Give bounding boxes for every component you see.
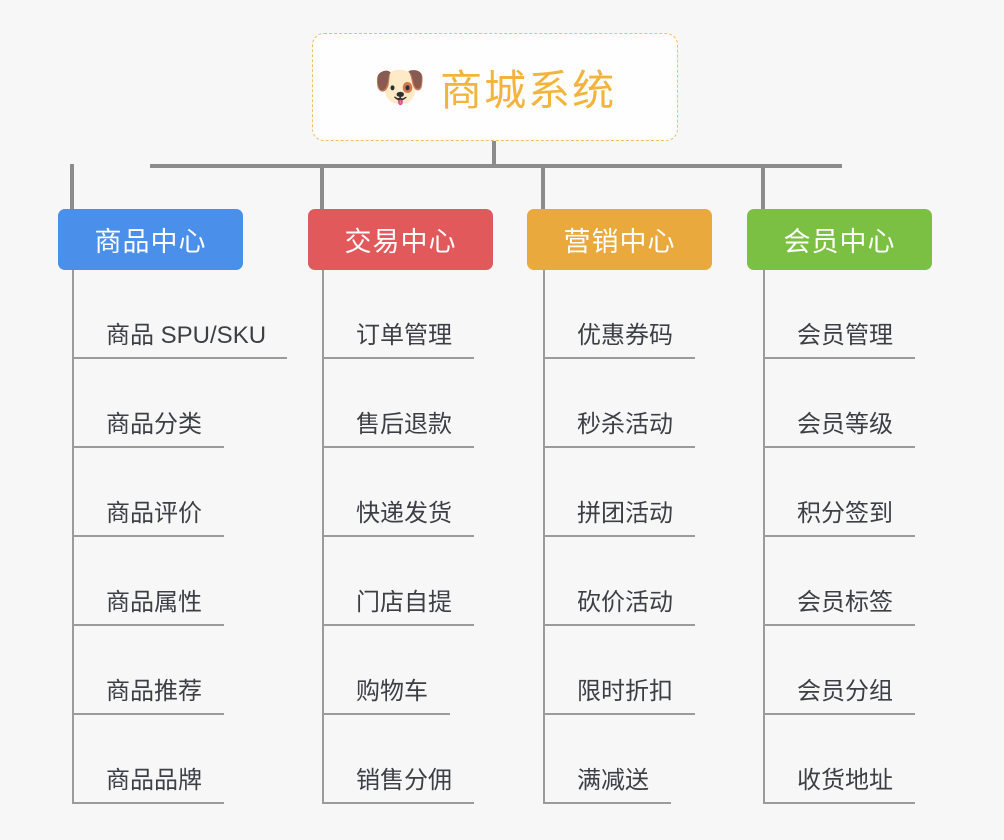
leaf-item[interactable]: 积分签到: [763, 448, 915, 537]
leaf-underline: [322, 624, 474, 626]
leaf-underline: [322, 535, 474, 537]
leaf-underline: [72, 624, 224, 626]
leaf-item[interactable]: 门店自提: [322, 537, 474, 626]
leaf-item-label: 会员管理: [797, 322, 893, 349]
leaf-item[interactable]: 商品属性: [72, 537, 266, 626]
leaf-underline: [72, 713, 224, 715]
leaf-item-label: 砍价活动: [577, 589, 673, 616]
leaf-underline: [763, 535, 915, 537]
leaf-list: 会员管理会员等级积分签到会员标签会员分组收货地址: [763, 270, 915, 804]
column-header-label: 营销中心: [563, 227, 676, 257]
leaf-underline: [322, 357, 474, 359]
column-header-label: 商品中心: [94, 227, 207, 257]
leaf-underline: [543, 713, 695, 715]
connector-drop-4: [761, 164, 765, 209]
leaf-item-label: 购物车: [356, 678, 428, 705]
leaf-item-label: 商品属性: [106, 589, 202, 616]
connector-horizontal-bus: [150, 164, 842, 168]
leaf-list: 优惠券码秒杀活动拼团活动砍价活动限时折扣满减送: [543, 270, 695, 804]
leaf-item[interactable]: 砍价活动: [543, 537, 695, 626]
leaf-item[interactable]: 销售分佣: [322, 715, 474, 804]
leaf-item-label: 商品分类: [106, 411, 202, 438]
leaf-item-label: 会员分组: [797, 678, 893, 705]
leaf-item[interactable]: 售后退款: [322, 359, 474, 448]
leaf-item-label: 限时折扣: [577, 678, 673, 705]
root-node-shop-system[interactable]: 🐶 商城系统: [312, 33, 678, 141]
connector-drop-3: [541, 164, 545, 209]
leaf-item[interactable]: 购物车: [322, 626, 452, 715]
leaf-item[interactable]: 满减送: [543, 715, 673, 804]
leaf-item[interactable]: 收货地址: [763, 715, 915, 804]
leaf-item[interactable]: 会员等级: [763, 359, 915, 448]
column-header-1[interactable]: 商品中心: [58, 209, 243, 270]
connector-drop-1: [70, 164, 74, 209]
leaf-underline: [322, 713, 450, 715]
leaf-underline: [322, 802, 474, 804]
column-spine: [72, 270, 74, 804]
leaf-item-label: 销售分佣: [356, 767, 452, 794]
leaf-item-label: 商品 SPU/SKU: [106, 322, 267, 349]
connector-drop-2: [320, 164, 324, 209]
leaf-item[interactable]: 优惠券码: [543, 270, 695, 359]
leaf-item[interactable]: 订单管理: [322, 270, 474, 359]
leaf-underline: [72, 802, 224, 804]
column-spine: [322, 270, 324, 804]
column-header-3[interactable]: 营销中心: [527, 209, 712, 270]
leaf-item-label: 商品品牌: [106, 767, 202, 794]
leaf-underline: [763, 357, 915, 359]
leaf-list: 订单管理售后退款快递发货门店自提购物车销售分佣: [322, 270, 474, 804]
leaf-list: 商品 SPU/SKU 商品分类商品评价商品属性商品推荐商品品牌: [72, 270, 287, 804]
leaf-underline: [543, 535, 695, 537]
leaf-item-label: 秒杀活动: [577, 411, 673, 438]
leaf-underline: [543, 802, 671, 804]
leaf-underline: [543, 446, 695, 448]
leaf-item[interactable]: 商品品牌: [72, 715, 266, 804]
leaf-underline: [763, 713, 915, 715]
leaf-item[interactable]: 商品分类: [72, 359, 266, 448]
leaf-item[interactable]: 拼团活动: [543, 448, 695, 537]
leaf-item-label: 优惠券码: [577, 322, 673, 349]
leaf-underline: [543, 624, 695, 626]
leaf-item-label: 积分签到: [797, 500, 893, 527]
leaf-item-label: 拼团活动: [577, 500, 673, 527]
column-header-label: 会员中心: [783, 227, 896, 257]
leaf-underline: [72, 357, 287, 359]
column-header-label: 交易中心: [344, 227, 457, 257]
leaf-item[interactable]: 快递发货: [322, 448, 474, 537]
leaf-item-label: 满减送: [577, 767, 649, 794]
leaf-item[interactable]: 商品评价: [72, 448, 266, 537]
leaf-item-label: 快递发货: [356, 500, 452, 527]
leaf-item[interactable]: 秒杀活动: [543, 359, 695, 448]
leaf-underline: [763, 446, 915, 448]
leaf-item[interactable]: 限时折扣: [543, 626, 695, 715]
leaf-item-label: 会员等级: [797, 411, 893, 438]
leaf-item-label: 会员标签: [797, 589, 893, 616]
leaf-item-label: 商品评价: [106, 500, 202, 527]
leaf-underline: [543, 357, 695, 359]
leaf-item[interactable]: 会员标签: [763, 537, 915, 626]
shiba-dog-face-icon: 🐶: [373, 63, 427, 110]
leaf-underline: [763, 624, 915, 626]
column-spine: [543, 270, 545, 804]
leaf-item-label: 订单管理: [356, 322, 452, 349]
leaf-item[interactable]: 商品 SPU/SKU: [72, 270, 287, 359]
leaf-item-label: 商品推荐: [106, 678, 202, 705]
column-header-2[interactable]: 交易中心: [308, 209, 493, 270]
column-spine: [763, 270, 765, 804]
root-node-label: 商城系统: [440, 66, 617, 114]
leaf-item[interactable]: 商品推荐: [72, 626, 266, 715]
leaf-item-label: 售后退款: [356, 411, 452, 438]
leaf-underline: [322, 446, 474, 448]
leaf-item-label: 门店自提: [356, 589, 452, 616]
leaf-underline: [72, 535, 224, 537]
connector-root-stem: [492, 141, 496, 168]
leaf-underline: [72, 446, 224, 448]
column-header-4[interactable]: 会员中心: [747, 209, 932, 270]
leaf-item[interactable]: 会员管理: [763, 270, 915, 359]
leaf-underline: [763, 802, 915, 804]
leaf-item-label: 收货地址: [797, 767, 893, 794]
leaf-item[interactable]: 会员分组: [763, 626, 915, 715]
